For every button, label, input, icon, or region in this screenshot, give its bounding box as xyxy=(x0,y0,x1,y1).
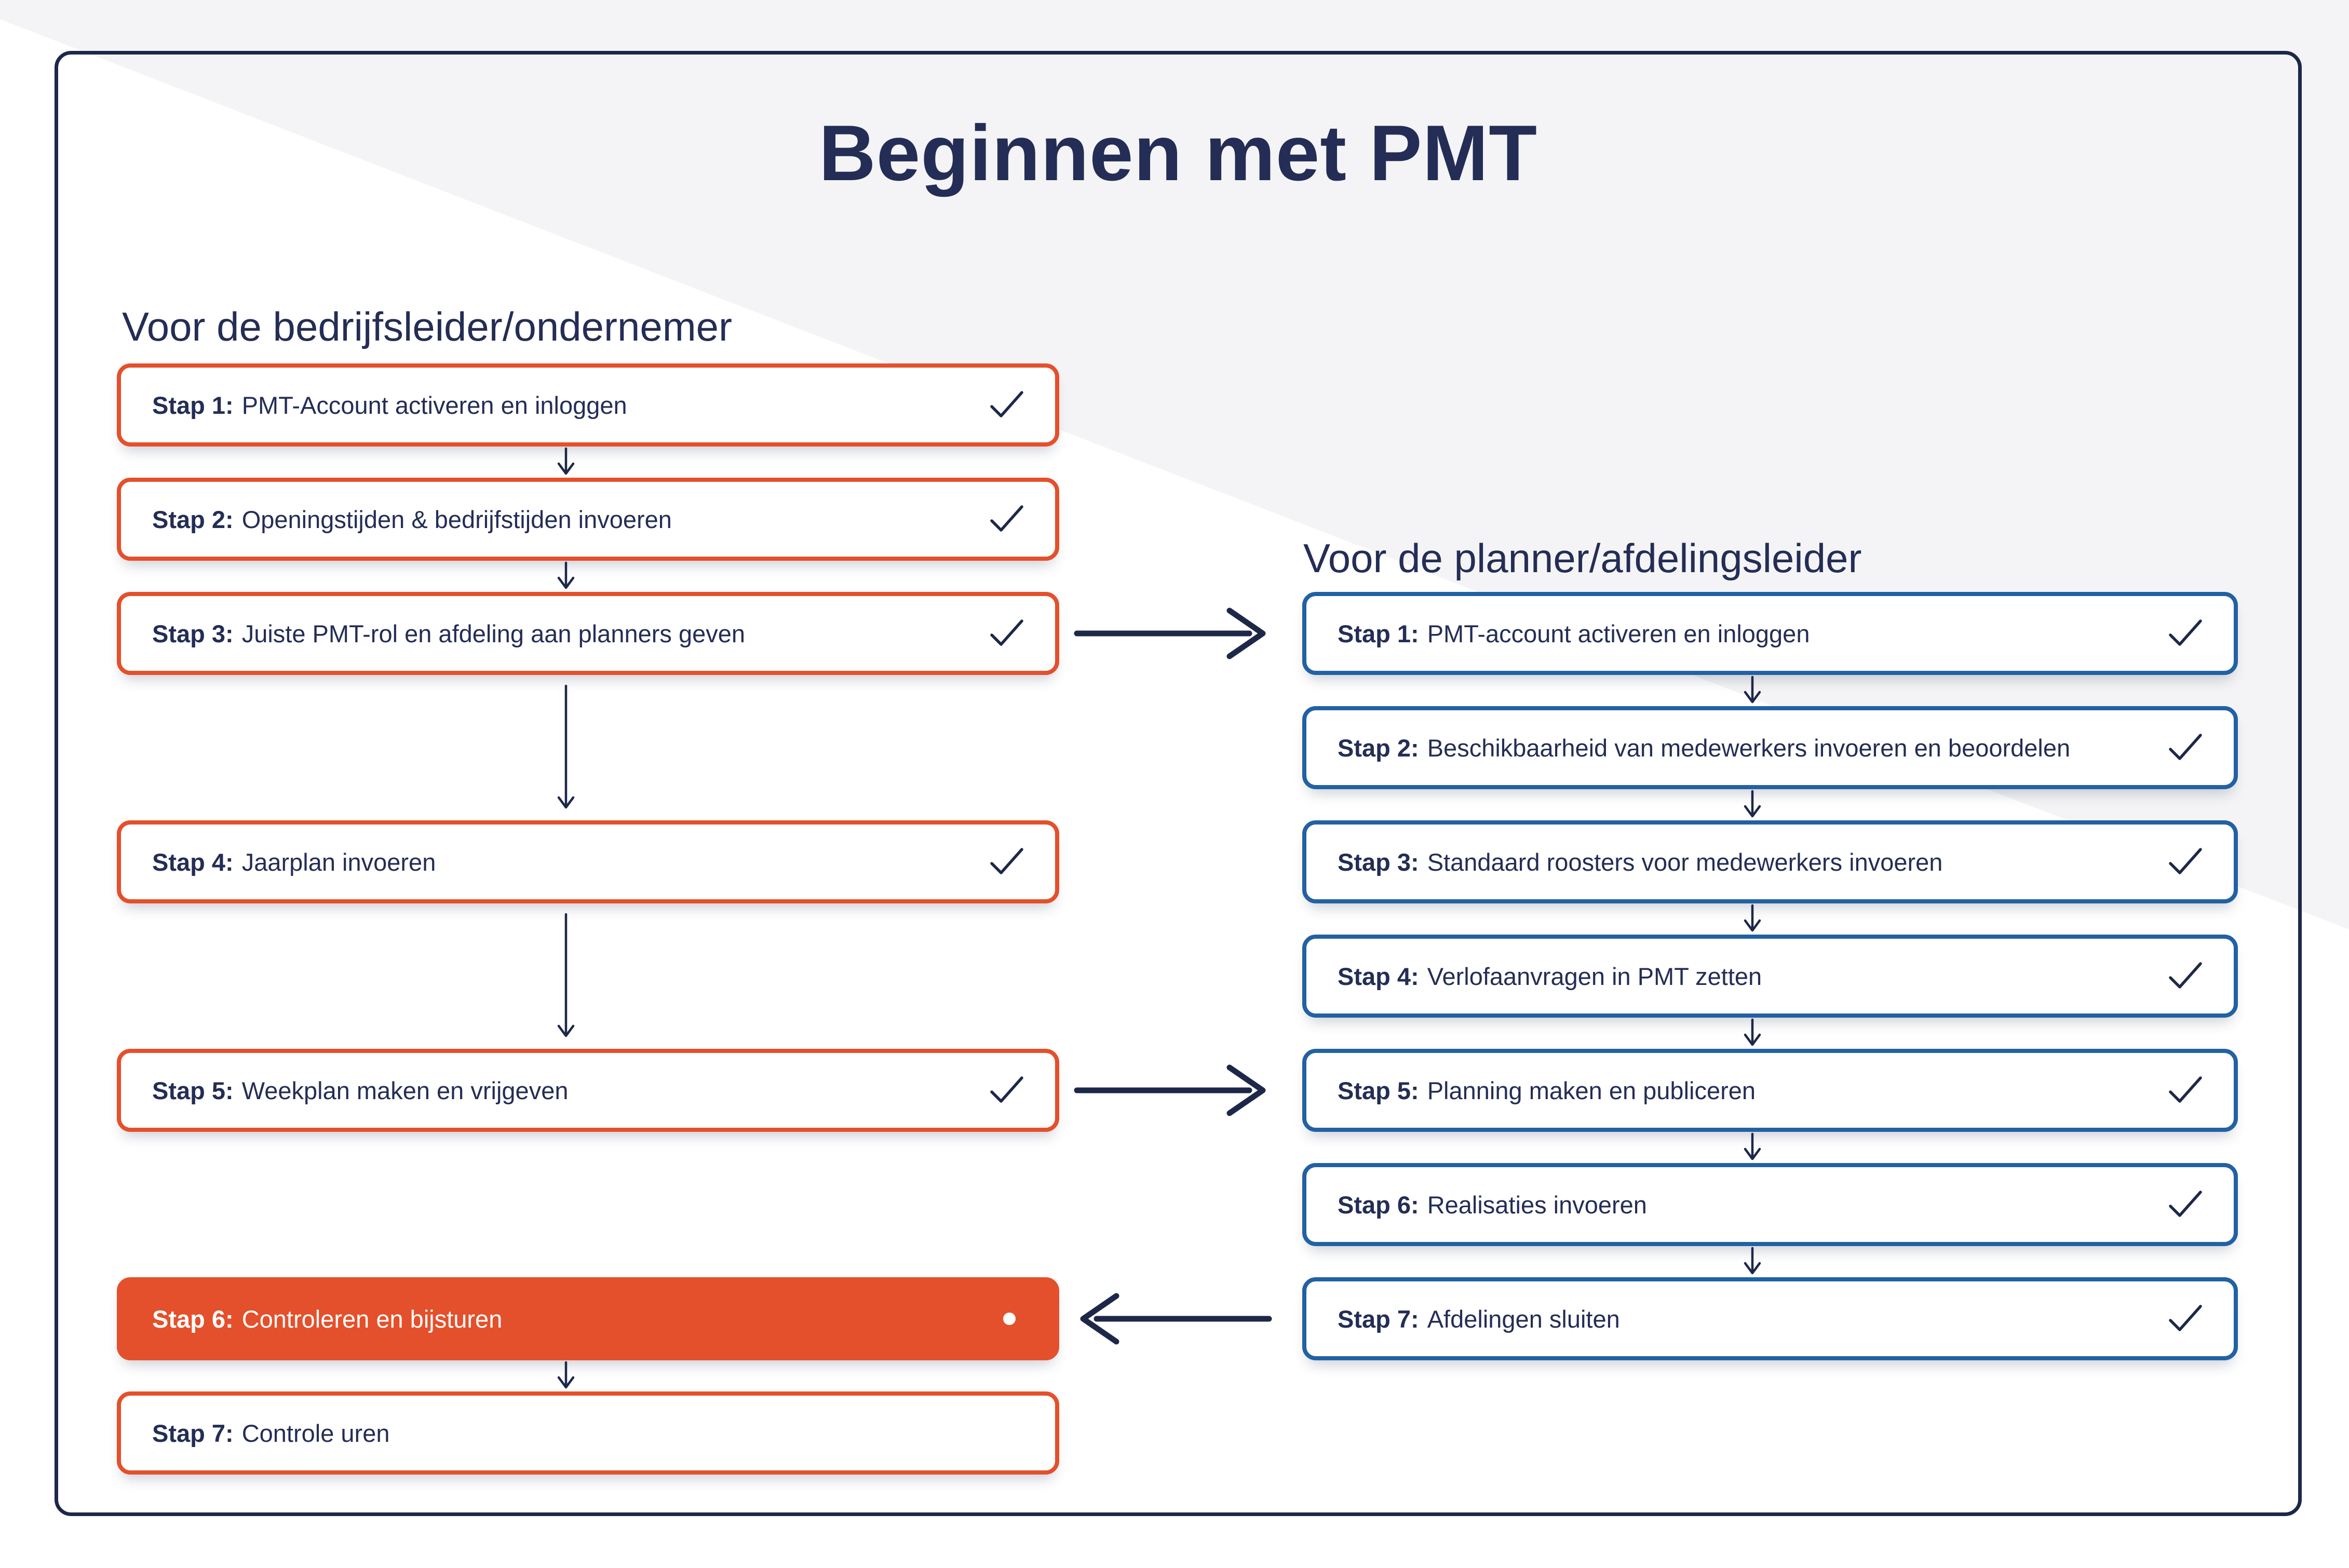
arrow-down-icon xyxy=(555,561,577,590)
arrow-down-icon xyxy=(555,684,577,810)
left-flow-step-3: Stap 3:Juiste PMT-rol en afdeling aan pl… xyxy=(117,592,1059,675)
flowchart-card xyxy=(55,51,2302,1516)
step-text: Standaard roosters voor medewerkers invo… xyxy=(1427,848,1943,876)
left-flow-step-4: Stap 4:Jaarplan invoeren xyxy=(117,820,1059,903)
check-icon xyxy=(2167,1304,2204,1334)
step-text: Openingstijden & bedrijfstijden invoeren xyxy=(241,505,672,533)
right-flow-step-6: Stap 6: Realisaties invoeren xyxy=(1302,1163,2238,1246)
step-label: Stap 5: xyxy=(1338,1076,1419,1104)
arrow-down-icon xyxy=(555,1361,577,1390)
right-flow-step-7: Stap 7: Afdelingen sluiten xyxy=(1302,1277,2238,1360)
arrow-down-icon xyxy=(555,447,577,476)
arrow-right-icon xyxy=(1074,602,1272,665)
step-label: Stap 2: xyxy=(152,505,234,533)
arrow-down-icon xyxy=(1741,675,1764,705)
step-text: PMT-account activeren en inloggen xyxy=(1427,619,1810,647)
arrow-down-icon xyxy=(1741,790,1764,819)
step-label: Stap 5: xyxy=(152,1076,234,1104)
step-label: Stap 1: xyxy=(152,391,234,419)
step-label: Stap 1: xyxy=(1338,619,1419,647)
step-text: Weekplan maken en vrijgeven xyxy=(241,1076,569,1104)
arrow-right-icon xyxy=(1074,1059,1272,1121)
step-label: Stap 3: xyxy=(1338,848,1419,876)
arrow-down-icon xyxy=(1741,1132,1764,1161)
check-icon xyxy=(2167,618,2204,648)
check-icon xyxy=(989,390,1025,420)
step-label: Stap 6: xyxy=(1338,1191,1419,1219)
check-icon xyxy=(2167,1189,2204,1220)
check-icon xyxy=(989,847,1025,877)
step-text: Verlofaanvragen in PMT zetten xyxy=(1427,962,1762,990)
left-flow-step-6: Stap 6:Controleren en bijsturen xyxy=(117,1277,1059,1360)
left-flow-step-1: Stap 1:PMT-Account activeren en inloggen xyxy=(117,363,1059,447)
page-title: Beginnen met PMT xyxy=(818,109,1538,197)
step-label: Stap 4: xyxy=(1338,962,1419,990)
right-flow-step-2: Stap 2: Beschikbaarheid van medewerkers i… xyxy=(1302,706,2238,789)
step-label: Stap 7: xyxy=(152,1419,234,1447)
right-flow-step-4: Stap 4: Verlofaanvragen in PMT zetten xyxy=(1302,935,2238,1018)
right-flow-step-1: Stap 1: PMT-account activeren en inloggen xyxy=(1302,592,2238,675)
step-label: Stap 2: xyxy=(1338,734,1419,762)
check-icon xyxy=(989,618,1025,648)
arrow-left-icon xyxy=(1074,1288,1272,1350)
arrow-down-icon xyxy=(1741,1018,1764,1047)
left-column-heading: Voor de bedrijfsleider/ondernemer xyxy=(122,304,733,349)
arrow-down-icon xyxy=(1741,904,1764,933)
right-flow-step-5: Stap 5: Planning maken en publiceren xyxy=(1302,1049,2238,1132)
right-column-heading: Voor de planner/afdelingsleider xyxy=(1303,535,1862,581)
step-text: Planning maken en publiceren xyxy=(1427,1076,1756,1104)
check-icon xyxy=(2167,733,2204,763)
step-text: Controleren en bijsturen xyxy=(241,1305,503,1333)
step-text: Controle uren xyxy=(241,1419,390,1447)
step-label: Stap 6: xyxy=(152,1305,234,1333)
left-flow-step-5: Stap 5:Weekplan maken en vrijgeven xyxy=(117,1049,1059,1132)
check-icon xyxy=(2167,961,2204,991)
left-flow-step-2: Stap 2:Openingstijden & bedrijfstijden i… xyxy=(117,478,1059,561)
step-text: PMT-Account activeren en inloggen xyxy=(241,391,627,419)
arrow-down-icon xyxy=(1741,1247,1764,1276)
check-icon xyxy=(989,1075,1025,1105)
step-text: Afdelingen sluiten xyxy=(1427,1305,1620,1333)
step-text: Jaarplan invoeren xyxy=(241,848,436,876)
step-text: Realisaties invoeren xyxy=(1427,1191,1647,1219)
step-label: Stap 7: xyxy=(1338,1305,1419,1333)
step-label: Stap 4: xyxy=(152,848,234,876)
step-label: Stap 3: xyxy=(152,619,234,647)
check-icon xyxy=(989,504,1025,534)
step-text: Beschikbaarheid van medewerkers invoeren… xyxy=(1427,734,2071,762)
dot-icon xyxy=(1003,1313,1016,1325)
check-icon xyxy=(2167,1075,2204,1105)
arrow-down-icon xyxy=(555,913,577,1038)
check-icon xyxy=(2167,847,2204,877)
left-flow-step-7: Stap 7:Controle uren xyxy=(117,1391,1059,1475)
step-text: Juiste PMT-rol en afdeling aan planners … xyxy=(241,619,746,647)
right-flow-step-3: Stap 3: Standaard roosters voor medewerke… xyxy=(1302,820,2238,903)
